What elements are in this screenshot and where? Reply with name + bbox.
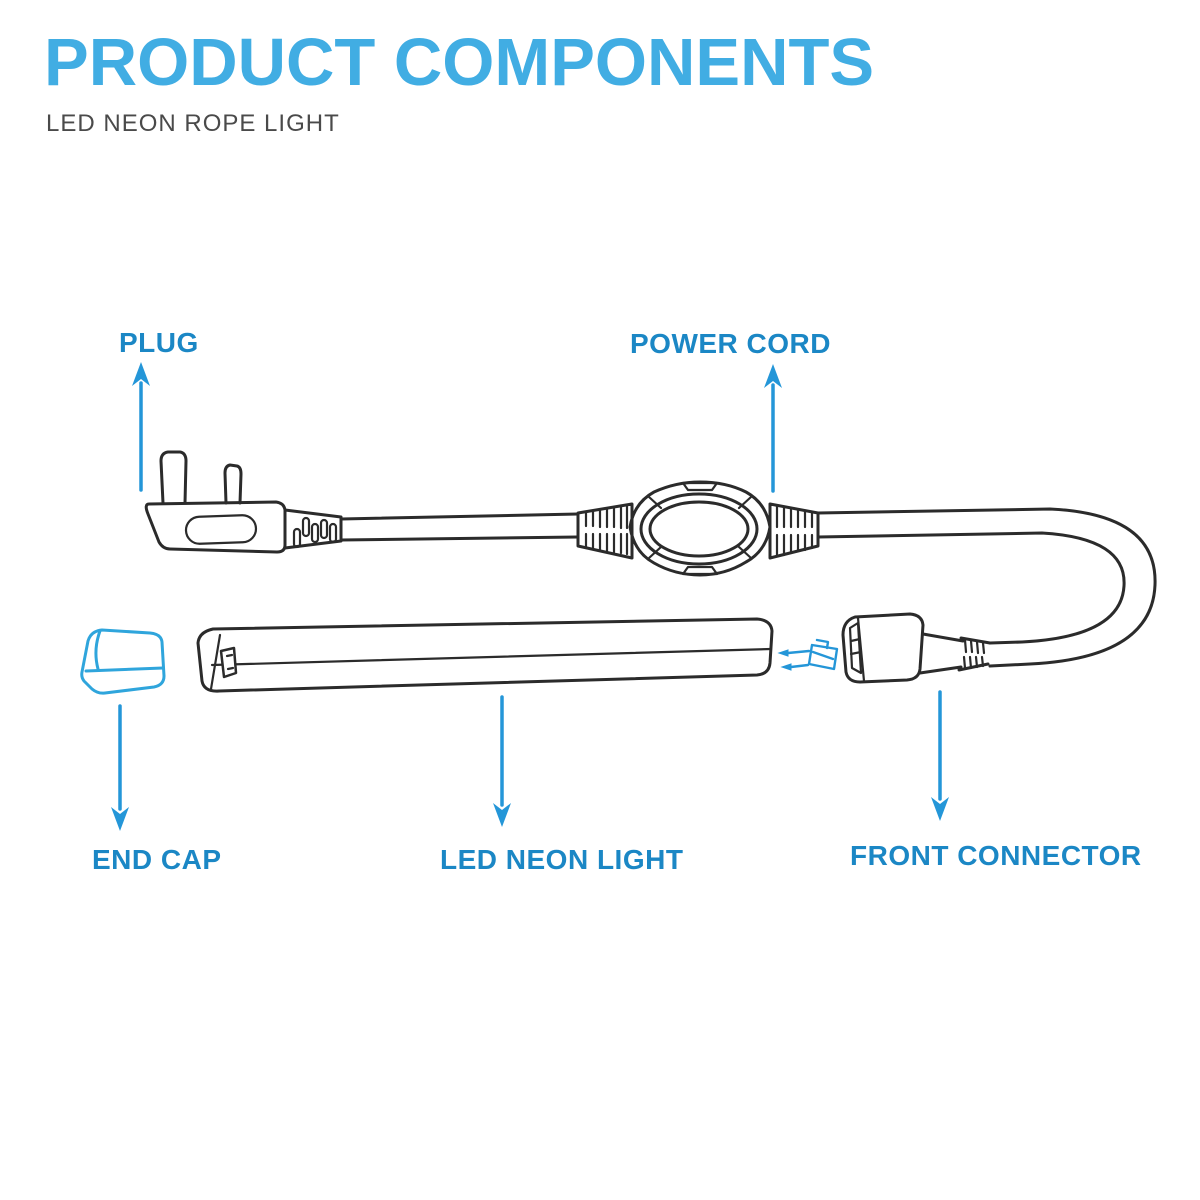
end-cap-label: END CAP [92, 844, 222, 875]
power-cord-label: POWER CORD [630, 328, 831, 359]
connector-pins-illustration [777, 638, 839, 671]
plug-label: PLUG [119, 327, 199, 358]
page-title: PRODUCT COMPONENTS [44, 25, 875, 100]
power-cord-arrow [764, 364, 782, 493]
power-cord-controller [576, 480, 820, 577]
led-neon-tube-illustration [196, 617, 774, 693]
front-connector-arrow [931, 690, 949, 821]
power-cord-illustration [339, 480, 1157, 668]
front-connector-illustration [841, 612, 992, 684]
plug-arrow [132, 362, 150, 492]
plug-illustration [144, 450, 343, 554]
led-neon-light-arrow [493, 695, 511, 827]
end-cap-illustration [80, 628, 166, 695]
page-subtitle: LED NEON ROPE LIGHT [46, 110, 340, 137]
end-cap-arrow [111, 704, 129, 831]
led-neon-light-label: LED NEON LIGHT [440, 844, 684, 875]
front-connector-label: FRONT CONNECTOR [850, 840, 1142, 871]
